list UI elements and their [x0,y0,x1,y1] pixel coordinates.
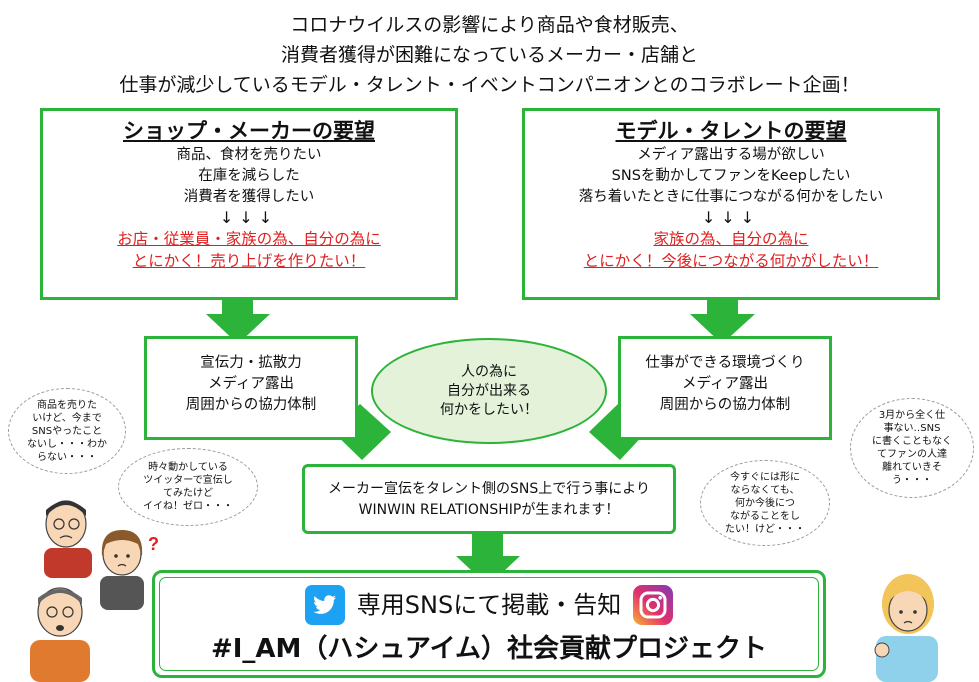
shop-red-line-2: とにかく！売り上げを作りたい！ [132,252,366,270]
model-line-1: メディア露出する場が欲しい [637,147,825,163]
thought-bubble-shop-1: 商品を売りた いけど、今まで SNSやったこと ないし・・・わか らない・・・ [8,388,126,474]
oval-line-1: 人の為に [461,363,517,380]
bottom-line-2: #I_AM（ハシュアイム）社会貢献プロジェクト [210,634,768,664]
shop-request-box: ショップ・メーカーの要望 商品、食材を売りたい 在庫を減らした 消費者を獲得した… [40,108,458,300]
arrow-model-down [690,296,755,344]
instagram-icon [633,585,674,625]
winwin-box: メーカー宣伝をタレント側のSNS上で行う事により WINWIN RELATION… [302,464,676,534]
model-arrows: ↓↓↓ [701,208,761,227]
bubble-4-line: てファンの人達 [877,449,947,460]
bubble-3-line: 何か今後につ [735,497,795,509]
woman-avatar [100,530,144,610]
bubble-3-line: ながることをし [730,510,800,522]
bubble-1-line: SNSやったこと [31,425,103,437]
bubble-4-line: 事ない‥SNS [883,423,941,434]
shop-red-line-1: お店・従業員・家族の為、自分の為に [117,230,381,248]
bubble-4-line: 離れていきそ [882,462,942,473]
bubble-1-line: ないし・・・わか [27,438,107,450]
model-benefit-3: 周囲からの協力体制 [659,397,791,413]
thought-bubble-model-1: 今すぐには形に ならなくても、 何か今後につ ながることをし たい！けど・・・ [700,460,830,546]
model-request-box: モデル・タレントの要望 メディア露出する場が欲しい SNSを動かしてファンをKe… [522,108,940,300]
winwin-line-1: メーカー宣伝をタレント側のSNS上で行う事により [328,481,650,497]
bubble-3-line: たい！けど・・・ [725,523,805,535]
bubble-1-line: 商品を売りた [37,399,97,411]
shop-line-1: 商品、食材を売りたい [176,147,322,163]
model-benefit-2: メディア露出 [682,376,768,392]
oval-line-2: 自分が出来る [447,382,531,399]
question-mark: ? [148,534,159,554]
older-man-avatar [30,587,90,682]
shop-title: ショップ・メーカーの要望 [123,119,375,143]
thought-bubble-model-2: 3月から全く仕 事ない‥SNS に書くこともなく てファンの人達 離れていきそ … [850,398,974,498]
oval-line-3: 何かをしたい！ [440,401,538,418]
bottom-line-1: 専用SNSにて掲載・告知 [356,591,622,619]
bubble-3-line: ならなくても、 [730,484,800,496]
man-avatar [44,500,92,578]
bubble-2-line: イイね！ゼロ・・・ [143,501,233,512]
header-text: コロナウイルスの影響により商品や食材販売、 消費者獲得が困難になっているメーカー… [0,10,979,100]
model-benefit-box: 仕事ができる環境づくり メディア露出 周囲からの協力体制 [618,336,832,440]
thought-bubble-shop-2: 時々動かしている ツイッターで宣伝し てみたけど イイね！ゼロ・・・ [118,448,258,526]
bubble-1-line: いけど、今まで [32,412,102,424]
blonde-woman-avatar [874,574,938,682]
model-line-3: 落ち着いたときに仕事につながる何かをしたい [578,189,884,205]
model-red-line-1: 家族の為、自分の為に [653,230,809,248]
bubble-4-line: 3月から全く仕 [878,410,946,421]
bubble-2-line: 時々動かしている [148,462,228,473]
header-line-2: 消費者獲得が困難になっているメーカー・店舗と [280,44,699,66]
bubble-4-line: う・・・ [892,475,932,486]
shop-benefit-box: 宣伝力・拡散力 メディア露出 周囲からの協力体制 [144,336,358,440]
arrow-center-down [456,530,520,586]
model-red-line-2: とにかく！今後につながる何かがしたい！ [583,252,879,270]
bubble-4-line: に書くこともなく [872,436,952,447]
arrow-shop-down [206,296,270,344]
bubble-1-line: らない・・・ [37,451,97,463]
header-line-1: コロナウイルスの影響により商品や食材販売、 [290,14,689,36]
twitter-icon [304,585,345,625]
shop-benefit-2: メディア露出 [208,376,294,392]
shop-benefit-1: 宣伝力・拡散力 [200,355,302,371]
model-line-2: SNSを動かしてファンをKeepしたい [611,168,851,184]
shop-line-3: 消費者を獲得したい [183,189,315,205]
shop-line-2: 在庫を減らした [198,168,300,184]
model-title: モデル・タレントの要望 [615,119,847,143]
model-benefit-1: 仕事ができる環境づくり [645,355,805,371]
bottom-project-box: 専用SNSにて掲載・告知 #I_AM（ハシュアイム）社会貢献プロジェクト [152,570,826,678]
worried-people-illustration: ? [30,500,159,682]
winwin-line-2: WINWIN RELATIONSHIPが生まれます！ [358,502,620,518]
bubble-2-line: ツイッターで宣伝し [143,475,233,486]
header-line-3: 仕事が減少しているモデル・タレント・イベントコンパニオンとのコラボレート企画！ [119,74,860,96]
bubble-3-line: 今すぐには形に [730,471,800,483]
shop-arrows: ↓↓↓ [219,208,279,227]
bubble-2-line: てみたけど [163,488,213,499]
shop-benefit-3: 周囲からの協力体制 [185,397,317,413]
worried-model-illustration [874,574,938,682]
center-oval: 人の為に 自分が出来る 何かをしたい！ [371,338,607,444]
